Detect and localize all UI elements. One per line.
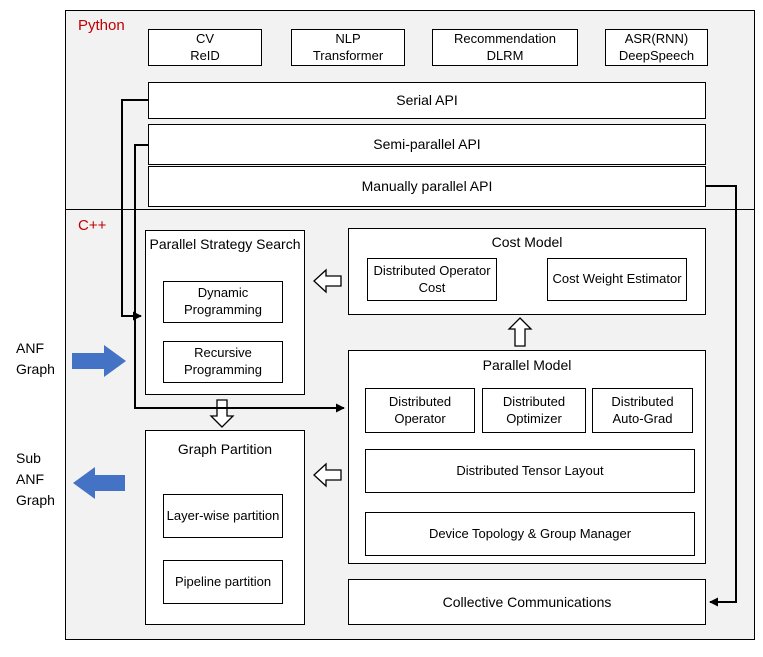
cpp-section-label: C++ — [78, 217, 107, 234]
sub-anf-graph-label: Sub ANF Graph — [16, 450, 55, 508]
distributed-auto-grad-box: Distributed Auto-Grad — [592, 388, 693, 433]
distributed-operator-box: Distributed Operator — [365, 388, 475, 433]
distributed-operator-cost-box: Distributed Operator Cost — [367, 258, 497, 301]
parallel-model-title: Parallel Model — [482, 357, 572, 373]
manually-parallel-api-bar: Manually parallel API — [148, 166, 706, 207]
python-section-label: Python — [78, 17, 125, 34]
semi-parallel-api-bar: Semi-parallel API — [148, 124, 706, 165]
device-topology-group-manager-box: Device Topology & Group Manager — [365, 512, 695, 556]
graph-partition-title: Graph Partition — [177, 441, 273, 457]
layer-wise-partition-box: Layer-wise partition — [163, 494, 283, 538]
recursive-programming-box: Recursive Programming — [163, 341, 283, 383]
cost-weight-estimator-box: Cost Weight Estimator — [547, 258, 687, 301]
serial-api-bar: Serial API — [148, 82, 706, 119]
parallel-strategy-search-title: Parallel Strategy Search — [149, 236, 301, 252]
dynamic-programming-box: Dynamic Programming — [163, 281, 283, 323]
distributed-tensor-layout-box: Distributed Tensor Layout — [365, 449, 695, 493]
anf-graph-label: ANF Graph — [16, 340, 55, 377]
pipeline-partition-box: Pipeline partition — [163, 560, 283, 604]
app-box-nlp-transformer: NLP Transformer — [291, 29, 405, 66]
distributed-optimizer-box: Distributed Optimizer — [482, 388, 586, 433]
app-box-cv-reid: CV ReID — [148, 29, 262, 66]
cost-model-title: Cost Model — [491, 234, 563, 250]
app-box-asr-deepspeech: ASR(RNN) DeepSpeech — [605, 29, 708, 66]
collective-communications-bar: Collective Communications — [348, 579, 706, 625]
app-box-recommendation-dlrm: Recommendation DLRM — [432, 29, 578, 66]
